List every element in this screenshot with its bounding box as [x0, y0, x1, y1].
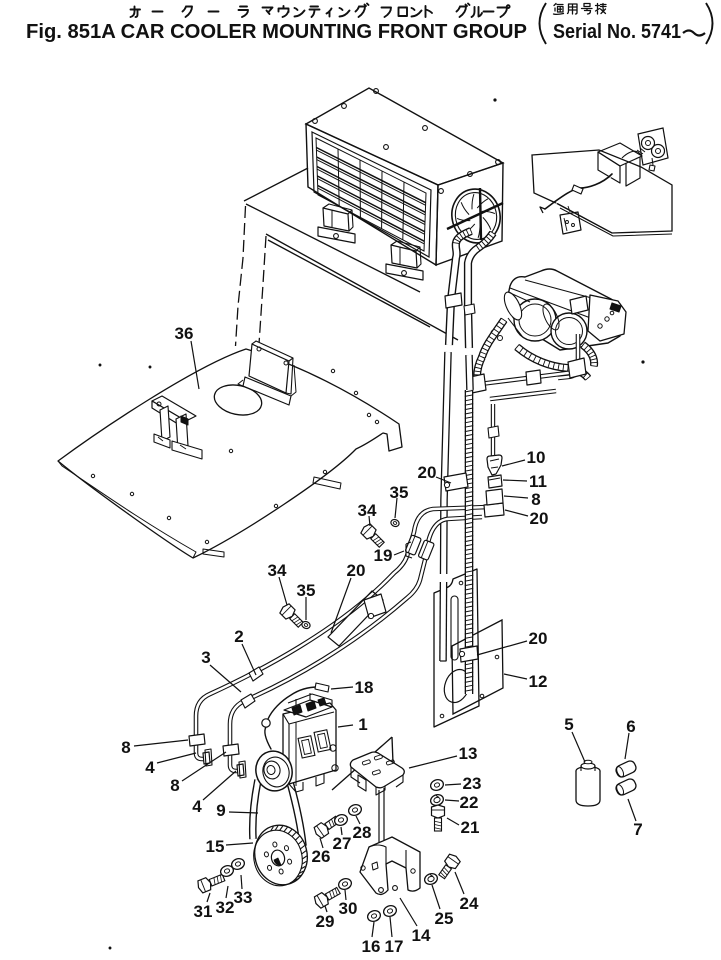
svg-text:20: 20: [529, 629, 548, 648]
svg-text:16: 16: [362, 937, 381, 955]
svg-text:17: 17: [385, 937, 404, 955]
svg-text:20: 20: [347, 561, 366, 580]
svg-text:28: 28: [353, 823, 372, 842]
svg-text:30: 30: [339, 899, 358, 918]
svg-text:22: 22: [460, 793, 479, 812]
svg-text:12: 12: [529, 672, 548, 691]
svg-text:20: 20: [530, 509, 549, 528]
svg-text:15: 15: [206, 837, 225, 856]
svg-text:18: 18: [355, 678, 374, 697]
svg-text:10: 10: [527, 448, 546, 467]
svg-text:31: 31: [194, 902, 213, 921]
svg-text:8: 8: [121, 738, 130, 757]
svg-text:8: 8: [531, 490, 540, 509]
svg-text:19: 19: [374, 546, 393, 565]
svg-text:29: 29: [316, 912, 335, 931]
svg-text:34: 34: [268, 561, 287, 580]
svg-text:27: 27: [333, 834, 352, 853]
svg-text:14: 14: [412, 926, 431, 945]
svg-text:2: 2: [234, 627, 243, 646]
svg-text:36: 36: [175, 324, 194, 343]
svg-text:13: 13: [459, 744, 478, 763]
svg-text:9: 9: [216, 801, 225, 820]
svg-text:11: 11: [529, 472, 547, 491]
svg-text:24: 24: [460, 894, 479, 913]
svg-text:4: 4: [145, 758, 155, 777]
svg-text:34: 34: [358, 501, 377, 520]
svg-text:32: 32: [216, 898, 235, 917]
svg-text:1: 1: [358, 715, 367, 734]
svg-text:Fig. 851A CAR COOLER MOUNTING: Fig. 851A CAR COOLER MOUNTING FRONT GROU…: [26, 21, 527, 43]
svg-text:23: 23: [463, 774, 482, 793]
svg-text:20: 20: [418, 463, 437, 482]
svg-text:35: 35: [390, 483, 409, 502]
svg-text:8: 8: [170, 776, 179, 795]
svg-text:25: 25: [435, 909, 454, 928]
svg-text:6: 6: [626, 717, 635, 736]
svg-text:7: 7: [633, 820, 642, 839]
svg-text:26: 26: [312, 847, 331, 866]
svg-text:5: 5: [564, 715, 573, 734]
svg-text:33: 33: [234, 888, 253, 907]
svg-text:3: 3: [201, 648, 210, 667]
svg-text:4: 4: [192, 797, 202, 816]
svg-text:21: 21: [461, 818, 480, 837]
svg-text:Serial No. 5741: Serial No. 5741: [553, 21, 681, 43]
